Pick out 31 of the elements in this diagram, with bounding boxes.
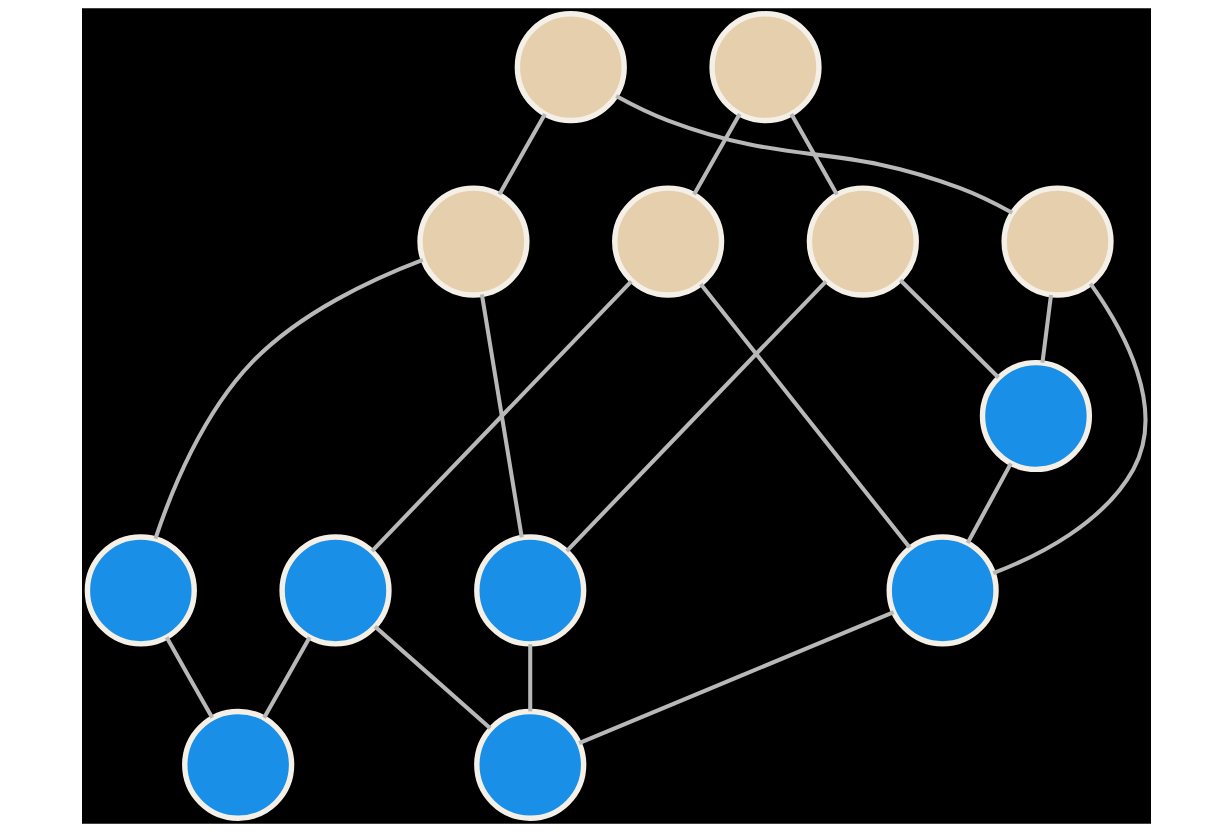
connector xyxy=(698,282,911,549)
connector xyxy=(577,610,894,746)
connector xyxy=(965,462,1013,544)
node-circle xyxy=(473,708,586,821)
node-circle xyxy=(611,185,724,298)
connector xyxy=(164,636,214,719)
connector xyxy=(373,625,492,730)
node-circle xyxy=(416,185,530,298)
connector xyxy=(789,113,839,196)
connector xyxy=(153,257,424,540)
node-circle xyxy=(886,534,999,647)
node-circle xyxy=(979,359,1092,473)
connector xyxy=(261,636,311,719)
connector xyxy=(1039,294,1053,364)
connector xyxy=(479,294,524,538)
connector xyxy=(564,279,827,553)
connector xyxy=(991,282,1147,576)
node-circle xyxy=(806,185,919,298)
connector xyxy=(527,644,532,712)
node-circle xyxy=(514,11,627,124)
node-circle xyxy=(278,534,392,647)
node-circle xyxy=(1000,185,1114,298)
connector xyxy=(370,279,633,553)
node-circle xyxy=(708,11,822,124)
connector xyxy=(691,113,741,196)
node-circle xyxy=(84,534,197,647)
connector xyxy=(497,113,547,196)
node-circle xyxy=(181,708,294,821)
connector xyxy=(614,94,1013,215)
node-circle xyxy=(473,534,586,647)
connector xyxy=(898,278,1000,379)
